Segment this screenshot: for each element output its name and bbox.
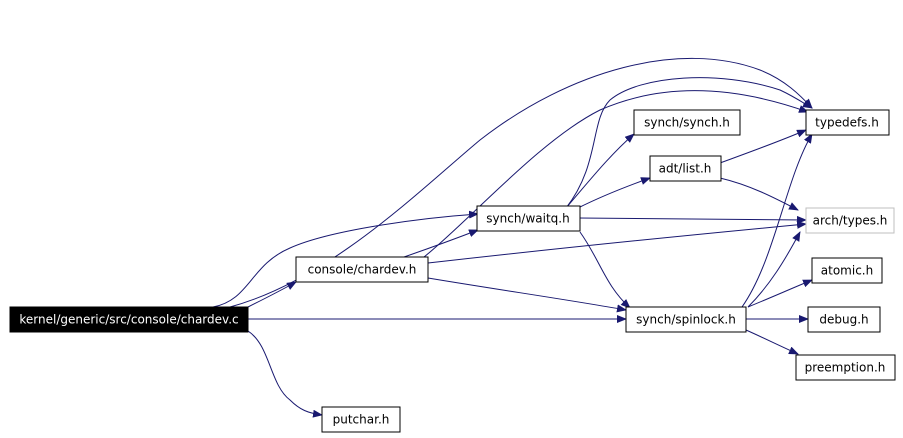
edge-synch-spinlock-to-arch-types bbox=[747, 231, 801, 308]
node-putchar-label: putchar.h bbox=[333, 413, 390, 427]
node-synch-spinlock-label: synch/spinlock.h bbox=[636, 313, 736, 327]
node-arch-types[interactable]: arch/types.h bbox=[805, 207, 895, 234]
edge-root-to-console-chardev bbox=[247, 281, 297, 308]
node-synch-synch[interactable]: synch/synch.h bbox=[633, 109, 741, 136]
node-adt-list[interactable]: adt/list.h bbox=[649, 155, 722, 182]
edge-synch-spinlock-to-atomic bbox=[747, 279, 813, 308]
node-arch-types-label: arch/types.h bbox=[813, 214, 888, 228]
edges bbox=[212, 57, 813, 418]
node-root[interactable]: kernel/generic/src/console/chardev.c bbox=[9, 306, 249, 333]
edge-synch-spinlock-to-preemption bbox=[745, 329, 799, 355]
node-atomic-label: atomic.h bbox=[821, 264, 873, 278]
node-preemption-label: preemption.h bbox=[805, 361, 886, 375]
node-root-label: kernel/generic/src/console/chardev.c bbox=[19, 313, 238, 327]
edge-synch-waitq-to-synch-spinlock bbox=[579, 231, 631, 309]
edge-adt-list-to-typedefs bbox=[719, 129, 807, 164]
edge-adt-list-to-arch-types bbox=[719, 177, 799, 211]
edge-synch-waitq-to-typedefs bbox=[565, 77, 813, 209]
node-synch-waitq[interactable]: synch/waitq.h bbox=[476, 205, 581, 232]
node-typedefs-label: typedefs.h bbox=[815, 116, 879, 130]
node-debug-label: debug.h bbox=[819, 313, 868, 327]
edge-synch-waitq-to-adt-list bbox=[577, 177, 651, 209]
node-console-chardev-label: console/chardev.h bbox=[308, 263, 417, 277]
edge-root-to-synch-waitq bbox=[212, 210, 479, 308]
edge-console-chardev-to-typedefs bbox=[423, 90, 809, 258]
edge-synch-waitq-to-arch-types bbox=[577, 215, 807, 224]
node-adt-list-label: adt/list.h bbox=[659, 162, 712, 176]
edge-root-to-putchar bbox=[247, 330, 323, 418]
node-console-chardev[interactable]: console/chardev.h bbox=[295, 256, 429, 283]
node-atomic[interactable]: atomic.h bbox=[811, 257, 883, 284]
node-preemption[interactable]: preemption.h bbox=[795, 354, 896, 381]
edge-console-chardev-to-synch-spinlock bbox=[427, 277, 627, 313]
node-synch-synch-label: synch/synch.h bbox=[644, 116, 730, 130]
edge-synch-spinlock-to-typedefs bbox=[741, 133, 813, 308]
edge-console-chardev-to-arch-types bbox=[427, 220, 807, 264]
node-synch-waitq-label: synch/waitq.h bbox=[486, 212, 569, 226]
edge-root-to-typedefs bbox=[229, 57, 813, 308]
node-debug[interactable]: debug.h bbox=[807, 306, 881, 333]
edge-console-chardev-to-synch-waitq bbox=[403, 229, 479, 258]
node-typedefs[interactable]: typedefs.h bbox=[805, 109, 890, 136]
node-synch-spinlock[interactable]: synch/spinlock.h bbox=[625, 306, 747, 333]
node-putchar[interactable]: putchar.h bbox=[321, 406, 401, 433]
edge-synch-waitq-to-synch-synch bbox=[565, 133, 635, 209]
